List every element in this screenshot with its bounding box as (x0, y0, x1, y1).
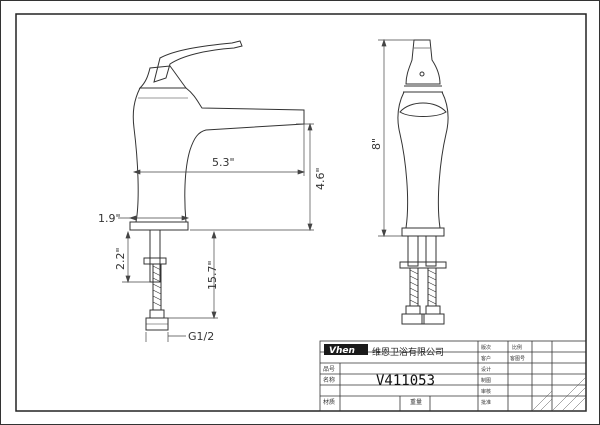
title-block (319, 340, 587, 412)
brand-logo: Vhen (329, 346, 355, 356)
company-name: 维恩卫浴有限公司 (372, 346, 444, 358)
label-scale: 比例 (512, 344, 522, 351)
mounting-shank (149, 229, 161, 283)
front-hose-braid (409, 269, 437, 305)
title-hatch (531, 376, 587, 412)
front-shank-right (425, 235, 437, 267)
front-handle (405, 39, 441, 85)
dim-shank-length: 2.2" (114, 247, 127, 270)
label-drafting: 制图 (481, 377, 491, 384)
dim-base-width: 1.9" (98, 212, 121, 225)
dim-total-height: 8" (370, 138, 383, 150)
spout-outlet (399, 102, 447, 117)
front-nut-right (421, 313, 445, 325)
side-dimensions (118, 122, 314, 342)
model-number: V411053 (376, 373, 435, 389)
label-material: 材质 (323, 398, 335, 406)
dim-spout-reach: 5.3" (212, 156, 235, 169)
side-view (129, 40, 305, 331)
handle-lever (153, 40, 243, 83)
label-part-number: 品号 (323, 366, 335, 373)
hose-braid (152, 265, 162, 307)
label-approve: 批准 (481, 399, 491, 406)
brand-logo-box (324, 344, 368, 355)
front-nut (399, 261, 447, 269)
label-customer-drawing: 客图号 (510, 355, 525, 362)
mounting-nut (143, 257, 167, 265)
inner-border (15, 13, 587, 412)
label-design: 设计 (481, 366, 491, 373)
front-view (397, 39, 449, 325)
front-shank-left (407, 235, 419, 267)
label-name: 名称 (323, 376, 335, 384)
label-review: 审核 (481, 388, 491, 395)
faucet-body (132, 87, 305, 223)
front-base-plate (401, 227, 445, 237)
label-weight: 重量 (410, 398, 422, 406)
label-customer: 客户 (481, 355, 491, 362)
front-dimensions (378, 38, 414, 238)
label-revision: 版次 (481, 344, 491, 351)
front-nut-left (401, 313, 425, 325)
dim-connector: G1/2 (188, 330, 214, 343)
dim-spout-height: 4.6" (314, 167, 327, 190)
handle-indicator (419, 71, 425, 77)
dim-hose-length: 15.7" (206, 260, 219, 290)
